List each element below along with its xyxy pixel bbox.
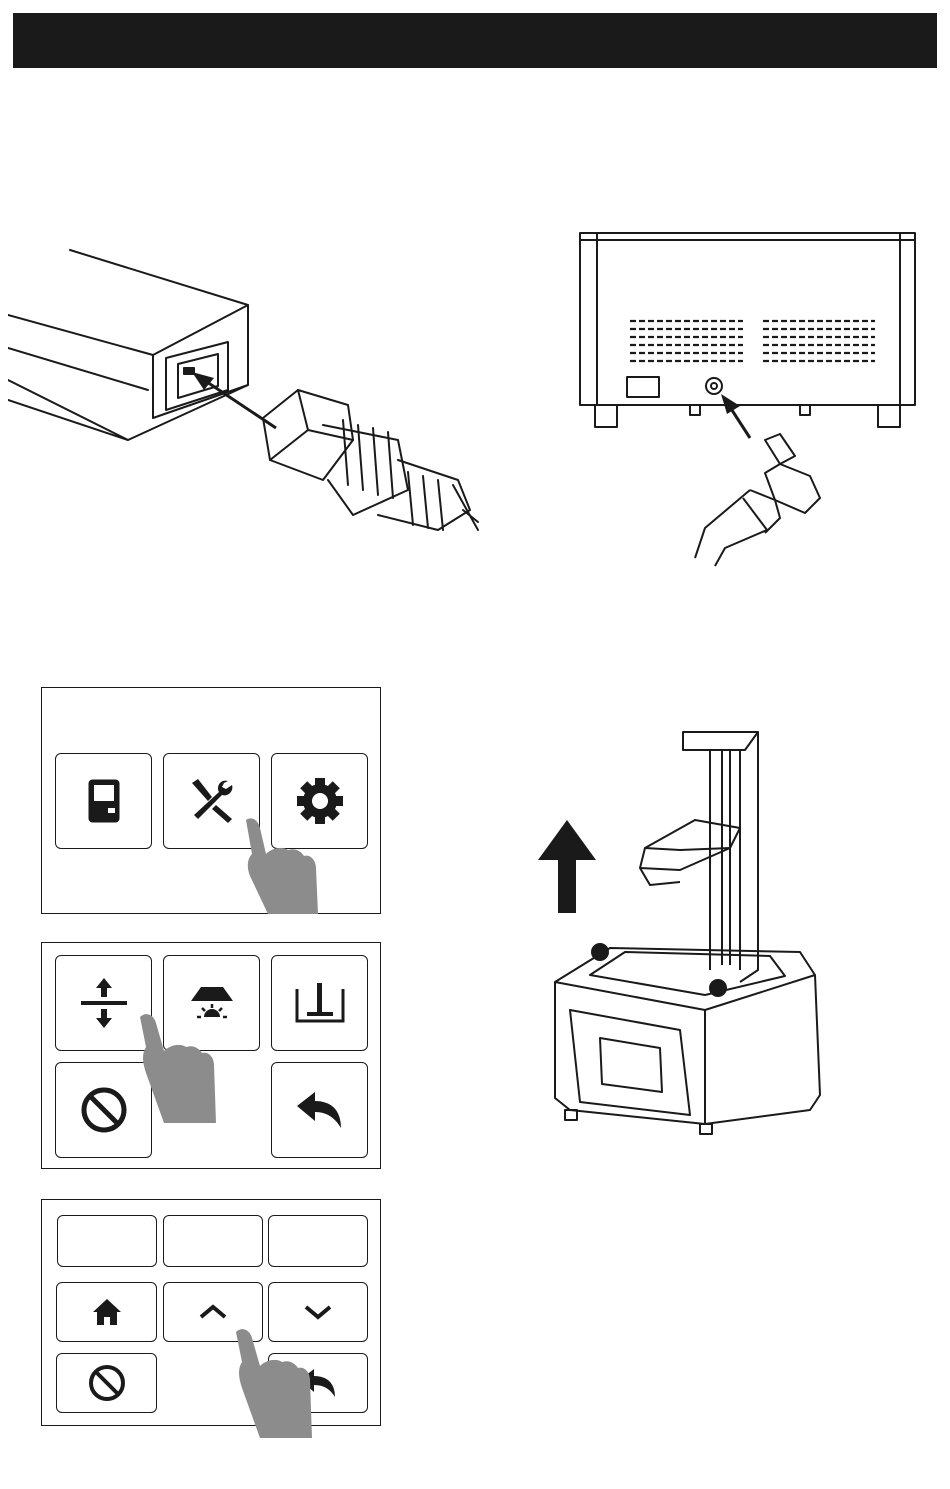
chevron-up-icon [198, 1304, 228, 1320]
stop-button[interactable] [55, 1062, 152, 1158]
up-button[interactable] [163, 1282, 263, 1342]
back-icon [295, 1090, 345, 1130]
power-adapter-illustration [8, 240, 488, 540]
level-button[interactable] [271, 955, 368, 1051]
level-icon [295, 981, 345, 1025]
home-button[interactable] [56, 1282, 157, 1342]
tools-button[interactable] [163, 753, 260, 849]
settings-button[interactable] [271, 753, 368, 849]
stop-icon [79, 1085, 129, 1135]
gear-icon [295, 776, 345, 826]
main-menu-panel [41, 687, 381, 914]
tools-icon [186, 775, 238, 827]
move-z-button[interactable] [55, 955, 152, 1051]
back-icon [298, 1367, 338, 1399]
stop-button[interactable] [56, 1353, 157, 1413]
step-button-3[interactable] [268, 1215, 368, 1267]
header-bar [13, 13, 937, 68]
step-button-2[interactable] [163, 1215, 263, 1267]
step-button-1[interactable] [57, 1215, 157, 1267]
printer-rear-illustration [575, 228, 925, 568]
move-z-icon [81, 976, 127, 1030]
home-icon [92, 1298, 122, 1326]
exposure-test-button[interactable] [163, 955, 260, 1051]
stop-icon [87, 1363, 127, 1403]
down-button[interactable] [268, 1282, 368, 1342]
print-button[interactable] [55, 753, 152, 849]
back-button[interactable] [268, 1353, 368, 1413]
sd-card-icon [87, 778, 121, 824]
move-menu-panel [41, 1199, 381, 1426]
printer-front-illustration [530, 720, 830, 1145]
tools-menu-panel [41, 942, 381, 1169]
chevron-down-icon [303, 1304, 333, 1320]
back-button[interactable] [271, 1062, 368, 1158]
uv-light-icon [189, 983, 235, 1023]
